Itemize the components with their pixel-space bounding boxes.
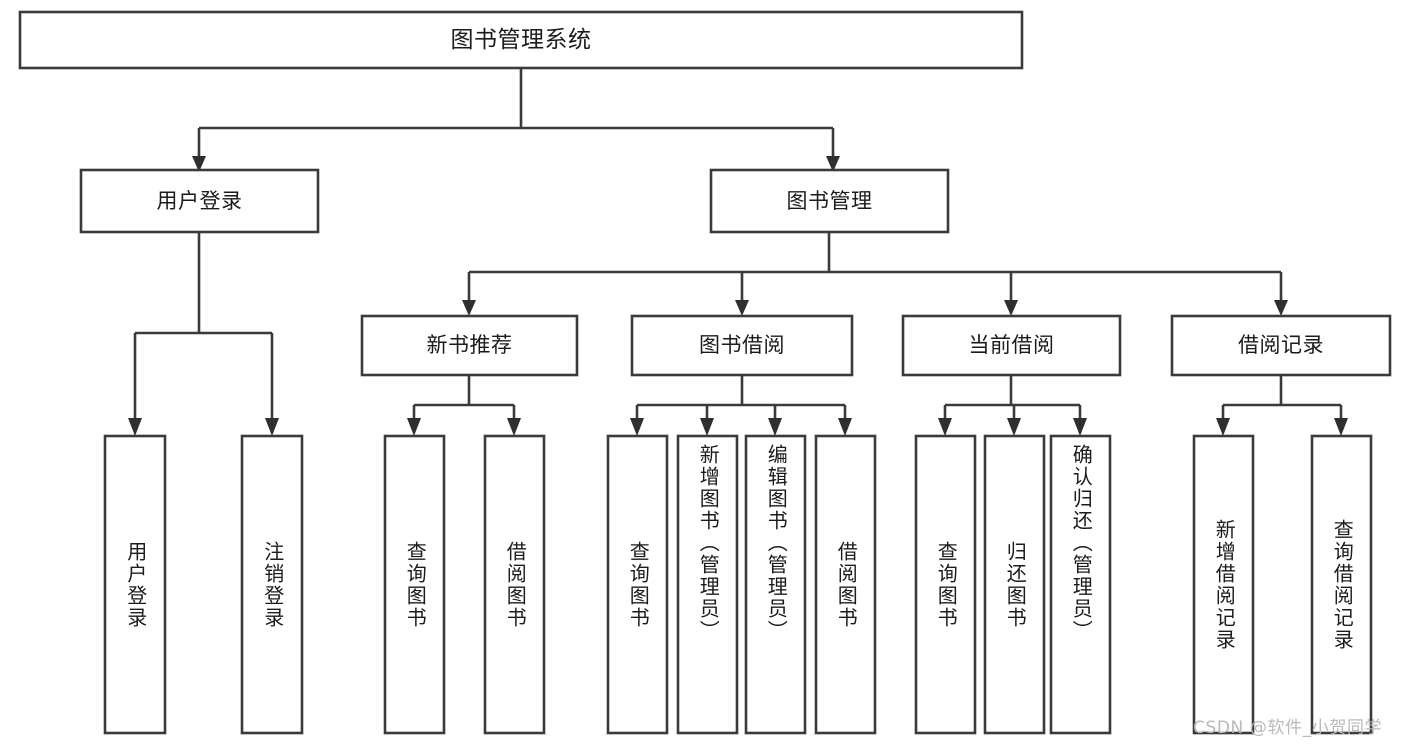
connector-userlogin-to-leaves	[128, 232, 279, 436]
connector-currentborrow-to-leaves	[938, 375, 1087, 436]
node-box-leaf-add-record[interactable]	[1192, 434, 1255, 735]
connector-newbook-to-leaves	[407, 375, 521, 436]
node-box-leaf-borrow-book-2[interactable]	[814, 434, 877, 735]
connector-borrowrecord-to-leaves	[1216, 375, 1348, 436]
node-box-root[interactable]	[18, 10, 1024, 70]
node-box-leaf-return-book[interactable]	[983, 434, 1046, 735]
node-box-leaf-query-book-3[interactable]	[914, 434, 977, 735]
node-box-leaf-user-logout[interactable]	[240, 434, 304, 735]
node-box-leaf-query-book-2[interactable]	[606, 434, 669, 735]
node-box-new-book-recommend[interactable]	[360, 314, 579, 377]
node-box-leaf-query-record[interactable]	[1310, 434, 1373, 735]
node-box-leaf-query-book-1[interactable]	[383, 434, 446, 735]
connector-root-to-level2	[192, 68, 840, 172]
node-box-book-borrow[interactable]	[630, 314, 854, 377]
node-box-leaf-borrow-book-1[interactable]	[483, 434, 546, 735]
node-box-book-manage[interactable]	[709, 168, 950, 234]
node-box-leaf-user-login[interactable]	[103, 434, 167, 735]
connector-bookborrow-to-leaves	[630, 375, 852, 436]
node-box-leaf-add-book[interactable]	[676, 434, 739, 735]
node-box-leaf-confirm-return[interactable]	[1049, 434, 1112, 735]
node-box-borrow-record[interactable]	[1170, 314, 1392, 377]
node-box-current-borrow[interactable]	[901, 314, 1122, 377]
node-box-leaf-edit-book[interactable]	[744, 434, 807, 735]
node-box-user-login[interactable]	[79, 168, 320, 234]
connector-bookmanage-to-level3	[462, 232, 1288, 316]
